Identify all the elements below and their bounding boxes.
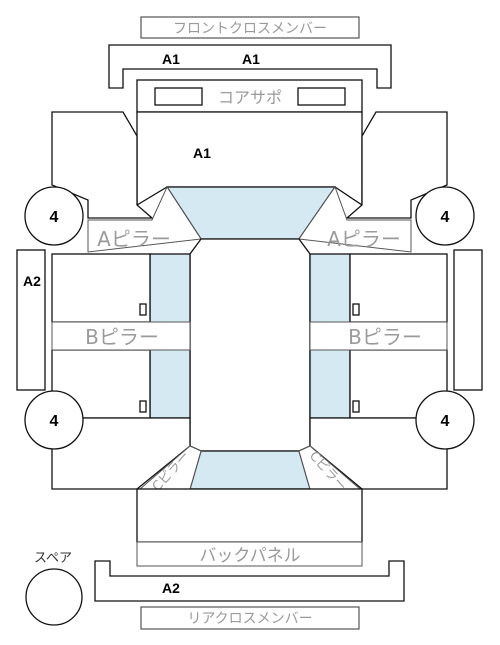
rear-quarter-left[interactable] — [51, 417, 191, 490]
front-cross-member-label: フロントクロスメンバー — [173, 21, 327, 37]
b-pillar-right-label: Bピラー — [348, 325, 422, 349]
trunk-panel[interactable] — [136, 488, 363, 543]
side-sill-right[interactable] — [453, 249, 483, 391]
wheel-front-left[interactable] — [24, 186, 84, 246]
front-cross-member-box — [140, 16, 360, 39]
wheel-rear-left-grade: 4 — [50, 413, 59, 430]
back-panel-label: バックパネル — [199, 546, 300, 566]
side-sill-left[interactable] — [16, 249, 46, 391]
wheel-front-right-grade: 4 — [441, 209, 450, 226]
roof-panel[interactable] — [189, 238, 311, 452]
core-support-slot-right — [297, 87, 346, 106]
door-handle-rear-left — [139, 400, 147, 413]
core-support-label: コアサポ — [218, 88, 282, 107]
b-pillar-left[interactable] — [51, 321, 191, 351]
wheel-front-left-grade: 4 — [50, 209, 59, 226]
front-inner-grade: A1 — [193, 145, 211, 161]
rear-cross-member-label: リアクロスメンバー — [187, 611, 312, 627]
front-door-left[interactable] — [51, 253, 151, 323]
rear-glass[interactable] — [189, 450, 311, 490]
a-pillar-left[interactable] — [87, 185, 202, 253]
core-support-slot-left — [154, 87, 203, 106]
rear-cross-member-panel[interactable] — [94, 560, 405, 602]
wheel-rear-right-grade: 4 — [441, 413, 450, 430]
rear-cross-grade: A2 — [162, 580, 180, 596]
b-pillar-left-label: Bピラー — [85, 325, 159, 349]
side-sill-left-grade: A2 — [23, 273, 41, 289]
front-fender-right[interactable] — [345, 111, 448, 219]
door-handle-front-right — [352, 303, 360, 316]
wheel-rear-left[interactable] — [24, 390, 84, 450]
spare-tire[interactable] — [25, 568, 83, 626]
door-handle-front-left — [139, 303, 147, 316]
front-cross-grade-left: A1 — [162, 51, 180, 67]
a-pillar-right-label: Aピラー — [327, 227, 401, 251]
rear-cross-member-box — [140, 606, 360, 630]
b-pillar-right[interactable] — [309, 321, 448, 351]
front-cross-grade-right: A1 — [242, 51, 260, 67]
a-pillar-left-label: Aピラー — [97, 227, 171, 251]
wheel-front-right[interactable] — [415, 186, 475, 246]
a-pillar-right[interactable] — [298, 185, 412, 253]
door-handle-rear-right — [352, 400, 360, 413]
front-door-right[interactable] — [349, 253, 448, 323]
spare-tire-label: スペア — [34, 551, 72, 566]
front-cross-member-panel[interactable] — [108, 44, 392, 89]
back-panel[interactable] — [136, 541, 363, 567]
wheel-rear-right[interactable] — [415, 390, 475, 450]
